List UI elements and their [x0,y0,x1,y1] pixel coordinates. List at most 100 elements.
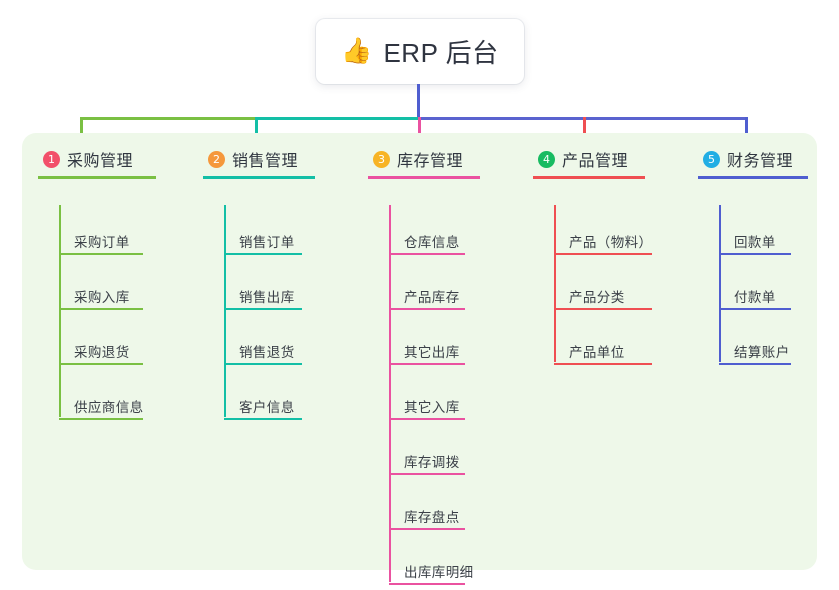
branch-item-rule [224,363,302,365]
root-node[interactable]: 👍 ERP 后台 [316,19,524,84]
branch-header-5[interactable]: 5 财务管理 [698,146,793,172]
branch-item[interactable]: 其它入库 [368,370,465,425]
branch-item[interactable]: 回款单 [698,205,793,260]
connector-bar [255,117,419,120]
branch-index-badge: 4 [538,150,555,168]
branch-item-list: 产品（物料） 产品分类产品单位 [533,205,652,370]
branch-item-label: 出库库明细 [404,565,474,580]
branch-item[interactable]: 销售出库 [203,260,302,315]
branch-header-1[interactable]: 1 采购管理 [38,146,133,172]
branch-index-badge: 3 [373,150,390,168]
branch-item-rule [719,308,791,310]
branch-item-label: 结算账户 [734,345,790,360]
branch-spine-connector [389,205,391,582]
branch-item-label: 客户信息 [239,400,295,415]
branch-item-rule [554,308,652,310]
branch-header-rule [533,176,645,179]
branch-item-rule [59,308,143,310]
branch-item[interactable]: 仓库信息 [368,205,465,260]
branch-item-label: 采购退货 [74,345,130,360]
branch-title: 销售管理 [232,153,299,170]
branch-item-rule [554,253,652,255]
branch-item[interactable]: 客户信息 [203,370,302,425]
branch-item-label: 采购订单 [74,235,130,250]
branch-index-badge: 2 [208,150,225,168]
branch-spine-connector [59,205,61,417]
connector-drop [80,117,83,147]
branch-title: 库存管理 [397,153,464,170]
branch-item[interactable]: 采购退货 [38,315,143,370]
branch-item-label: 产品单位 [569,345,625,360]
root-title: ERP 后台 [383,38,499,68]
branch-item[interactable]: 出库库明细 [368,535,473,590]
branches-panel: 1 采购管理采购订单采购入库采购退货供应商信息 2 销售管理销售订单销售出库销售退货客… [22,133,817,585]
branch-item-label: 销售订单 [239,235,295,250]
branch-item[interactable]: 采购入库 [38,260,143,315]
branch-item-rule [389,363,465,365]
branch-item[interactable]: 销售订单 [203,205,302,260]
branch-item-label: 销售退货 [239,345,295,360]
branch-item-rule [59,418,143,420]
branch-header-rule [38,176,156,179]
root-trunk-connector [417,84,420,119]
branch-item-rule [224,308,302,310]
branch-index-badge: 5 [703,150,720,168]
branch-item-rule [389,418,465,420]
branch-title: 产品管理 [562,153,629,170]
branch-title: 财务管理 [727,153,794,170]
branch-item-rule [389,308,465,310]
connector-bar [80,117,256,120]
branch-item[interactable]: 产品分类 [533,260,652,315]
branch-item[interactable]: 其它出库 [368,315,465,370]
branch-item-rule [389,583,465,585]
connector-drop [745,117,748,147]
branch-item-label: 产品（物料） [569,235,653,250]
branch-item[interactable]: 库存调拨 [368,425,465,480]
branch-spine-connector [719,205,721,362]
branch-item-list: 销售订单销售出库销售退货客户信息 [203,205,302,425]
branch-item[interactable]: 库存盘点 [368,480,465,535]
branch-item-rule [59,253,143,255]
branch-item-rule [224,418,302,420]
branch-item-label: 回款单 [734,235,776,250]
branch-item-label: 付款单 [734,290,776,305]
branch-title: 采购管理 [67,153,134,170]
branch-header-3[interactable]: 3 库存管理 [368,146,463,172]
branch-item-rule [554,363,652,365]
branch-index-badge: 1 [43,150,60,168]
branch-item-label: 采购入库 [74,290,130,305]
branch-header-rule [698,176,808,179]
branch-item[interactable]: 供应商信息 [38,370,143,425]
branch-item-rule [59,363,143,365]
branch-column: 2 销售管理销售订单销售出库销售退货客户信息 [203,146,315,425]
branch-item-rule [389,528,465,530]
branch-item[interactable]: 采购订单 [38,205,143,260]
branch-item-rule [224,253,302,255]
branch-column: 3 库存管理仓库信息产品库存其它出库其它入库库存调拨库存盘点出库库明细 [368,146,480,590]
branch-spine-connector [554,205,556,362]
branch-column: 5 财务管理回款单付款单结算账户 [698,146,808,370]
branch-item-label: 其它入库 [404,400,460,415]
branch-item[interactable]: 销售退货 [203,315,302,370]
thumbs-up-icon: 👍 [341,37,373,65]
branch-header-2[interactable]: 2 销售管理 [203,146,298,172]
branch-item-label: 仓库信息 [404,235,460,250]
branch-item-label: 产品分类 [569,290,625,305]
branch-item[interactable]: 结算账户 [698,315,793,370]
connector-drop [418,117,421,147]
branch-item[interactable]: 产品库存 [368,260,465,315]
branch-item[interactable]: 产品（物料） [533,205,652,260]
branch-item[interactable]: 产品单位 [533,315,652,370]
branch-header-rule [203,176,315,179]
branch-item-label: 供应商信息 [74,400,144,415]
branch-item-label: 产品库存 [404,290,460,305]
branch-column: 1 采购管理采购订单采购入库采购退货供应商信息 [38,146,156,425]
branch-item-list: 仓库信息产品库存其它出库其它入库库存调拨库存盘点出库库明细 [368,205,473,590]
branch-item[interactable]: 付款单 [698,260,793,315]
branch-item-rule [719,363,791,365]
branch-item-rule [389,253,465,255]
branch-item-rule [719,253,791,255]
branch-header-4[interactable]: 4 产品管理 [533,146,628,172]
connector-drop [583,117,586,147]
